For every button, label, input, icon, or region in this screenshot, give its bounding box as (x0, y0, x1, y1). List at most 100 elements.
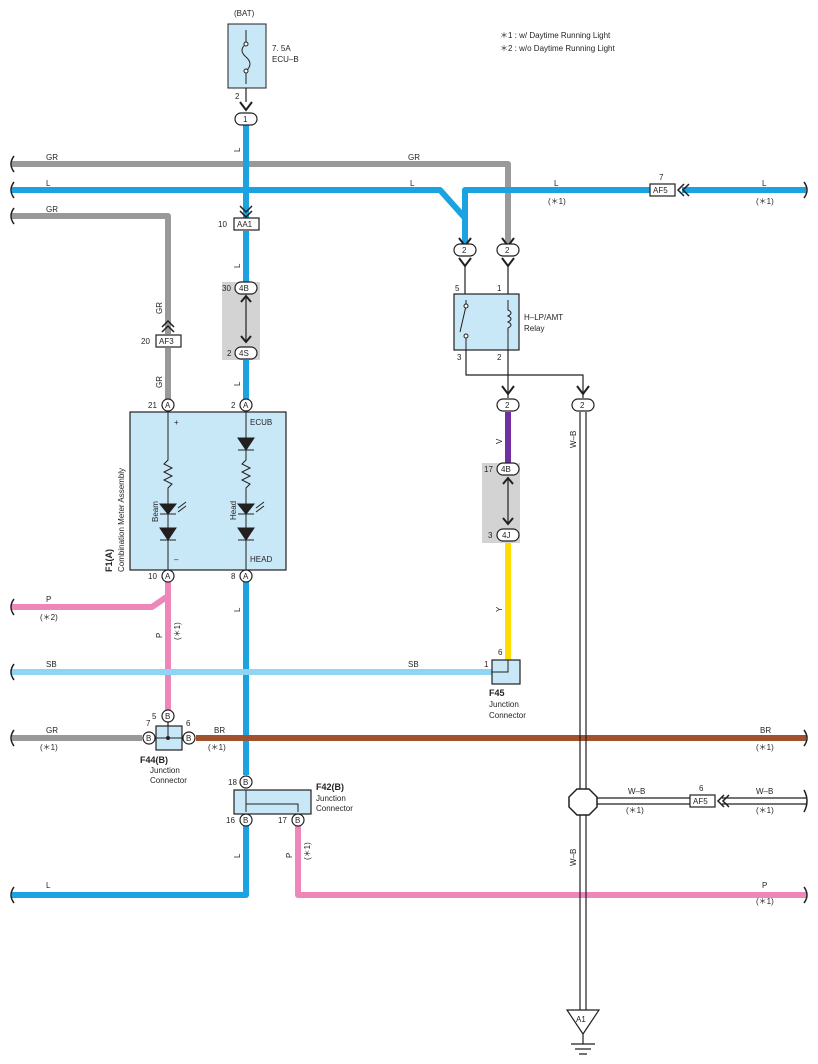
fuse-ecu-b: (BAT) 7. 5A ECU–B 2 1 (227, 9, 299, 126)
diagram-label: (＊2) (40, 613, 58, 622)
arrow-icon (501, 257, 515, 268)
splice-point (568, 788, 598, 816)
diagram-label: 17 (278, 816, 287, 825)
diagram-label: 20 (141, 337, 150, 346)
diagram-label: A (243, 572, 249, 581)
diagram-label: (＊1) (626, 806, 644, 815)
diode-icon (159, 527, 177, 541)
wire-break-marks (10, 155, 808, 904)
diagram-label: Connector (316, 804, 353, 813)
diagram-label: A (165, 572, 171, 581)
arrow-icon (239, 101, 253, 112)
diagram-label: P (762, 881, 767, 890)
diagram-label: SB (408, 660, 419, 669)
diagram-label: 5 (455, 284, 460, 293)
splice-octagon-icon (568, 788, 598, 816)
diagram-label: W–B (569, 431, 578, 448)
meter-code: F1(A) (104, 549, 114, 572)
double-arrow-icon (161, 319, 175, 333)
diagram-label: ECUB (250, 418, 272, 427)
diagram-label: GR (408, 153, 420, 162)
diagram-label: Junction (316, 794, 346, 803)
arrow-icon (502, 517, 514, 526)
diagram-label: L (762, 179, 767, 188)
fuse-pin: 2 (235, 92, 240, 101)
wire-l-af5 (462, 187, 650, 220)
diagram-label: 8 (231, 572, 236, 581)
diagram-label: 2 (462, 246, 467, 255)
diagram-label: 7 (659, 173, 664, 182)
relay-name: H–LP/AMT (524, 313, 563, 322)
wires (12, 125, 806, 1010)
diagram-label: (＊1) (548, 197, 566, 206)
diagram-label: GR (155, 376, 164, 388)
light-rays-icon (177, 501, 187, 513)
diagram-label: Connector (150, 776, 187, 785)
double-arrow-icon (239, 205, 253, 219)
fuse-name: ECU–B (272, 55, 299, 64)
diagram-label: 2 (497, 353, 502, 362)
arrow-icon (501, 385, 515, 396)
diagram-label: W–B (569, 849, 578, 866)
diagram-label: 6 (699, 784, 704, 793)
diagram-label: B (243, 816, 248, 825)
diagram-label: B (243, 778, 248, 787)
diagram-label: (＊1) (756, 897, 774, 906)
diagram-label: 2 (580, 401, 585, 410)
diagram-label: P (285, 853, 294, 858)
diagram-label: 7 (146, 719, 151, 728)
diagram-label: P (155, 633, 164, 638)
diagram-label: Junction (150, 766, 180, 775)
diagram-label: L (233, 607, 242, 612)
diagram-label: L (233, 147, 242, 152)
diagram-label: BR (214, 726, 225, 735)
wire-gr-left (12, 213, 171, 334)
diagram-label: B (146, 734, 151, 743)
ground-icon (571, 1034, 595, 1055)
diagram-label: 2 (505, 246, 510, 255)
diagram-label: L (46, 881, 51, 890)
diagram-label: 30 (222, 284, 231, 293)
double-arrow-icon (716, 794, 730, 808)
ground-triangle-icon (565, 1009, 601, 1036)
diagram-label: Junction (489, 700, 519, 709)
diagram-label: (＊1) (303, 842, 312, 860)
diagram-label: F44(B) (140, 755, 168, 765)
diagram-label: Y (495, 606, 504, 612)
resistor-icon (240, 412, 252, 570)
diagram-label: (＊1) (756, 197, 774, 206)
diagram-label: (＊1) (756, 806, 774, 815)
wire-p-left (12, 582, 171, 610)
relay-type: Relay (524, 324, 544, 333)
diagram-label: (＊1) (756, 743, 774, 752)
diagram-label: – (174, 555, 179, 564)
wire-l-main (12, 187, 468, 246)
diagram-label: 2 (231, 401, 236, 410)
diagram-label: B (295, 816, 300, 825)
diagram-label: Beam (151, 501, 160, 522)
diagram-label: + (174, 418, 179, 427)
diagram-label: 2 (505, 401, 510, 410)
diagram-label: 4S (239, 349, 249, 358)
diagram-label: V (495, 438, 504, 444)
diode-icon (237, 527, 255, 541)
wire-p-bottom (295, 826, 806, 898)
diagram-label: AF5 (693, 797, 708, 806)
diagram-label: GR (46, 205, 58, 214)
wire-labels: GR GR L L L (＊1) L (＊1) GR L L L GR GR L… (40, 147, 774, 906)
diagram-label: W–B (628, 787, 645, 796)
led-icon (158, 503, 178, 515)
diagram-label: GR (46, 153, 58, 162)
diagram-label: F42(B) (316, 782, 344, 792)
diagram-label: L (233, 853, 242, 858)
diagram-label: 1 (484, 660, 489, 669)
light-rays-icon (255, 501, 265, 513)
arrow-icon (576, 385, 590, 396)
diagram-label: 4B (501, 465, 511, 474)
combination-meter: A 21 A 2 A 10 A 8 + – ECUB HEAD Beam Hea… (104, 398, 287, 583)
diagram-label: 3 (457, 353, 462, 362)
diagram-label: L (46, 179, 51, 188)
diagram-label: (＊1) (173, 622, 182, 640)
diagram-label: (＊1) (208, 743, 226, 752)
